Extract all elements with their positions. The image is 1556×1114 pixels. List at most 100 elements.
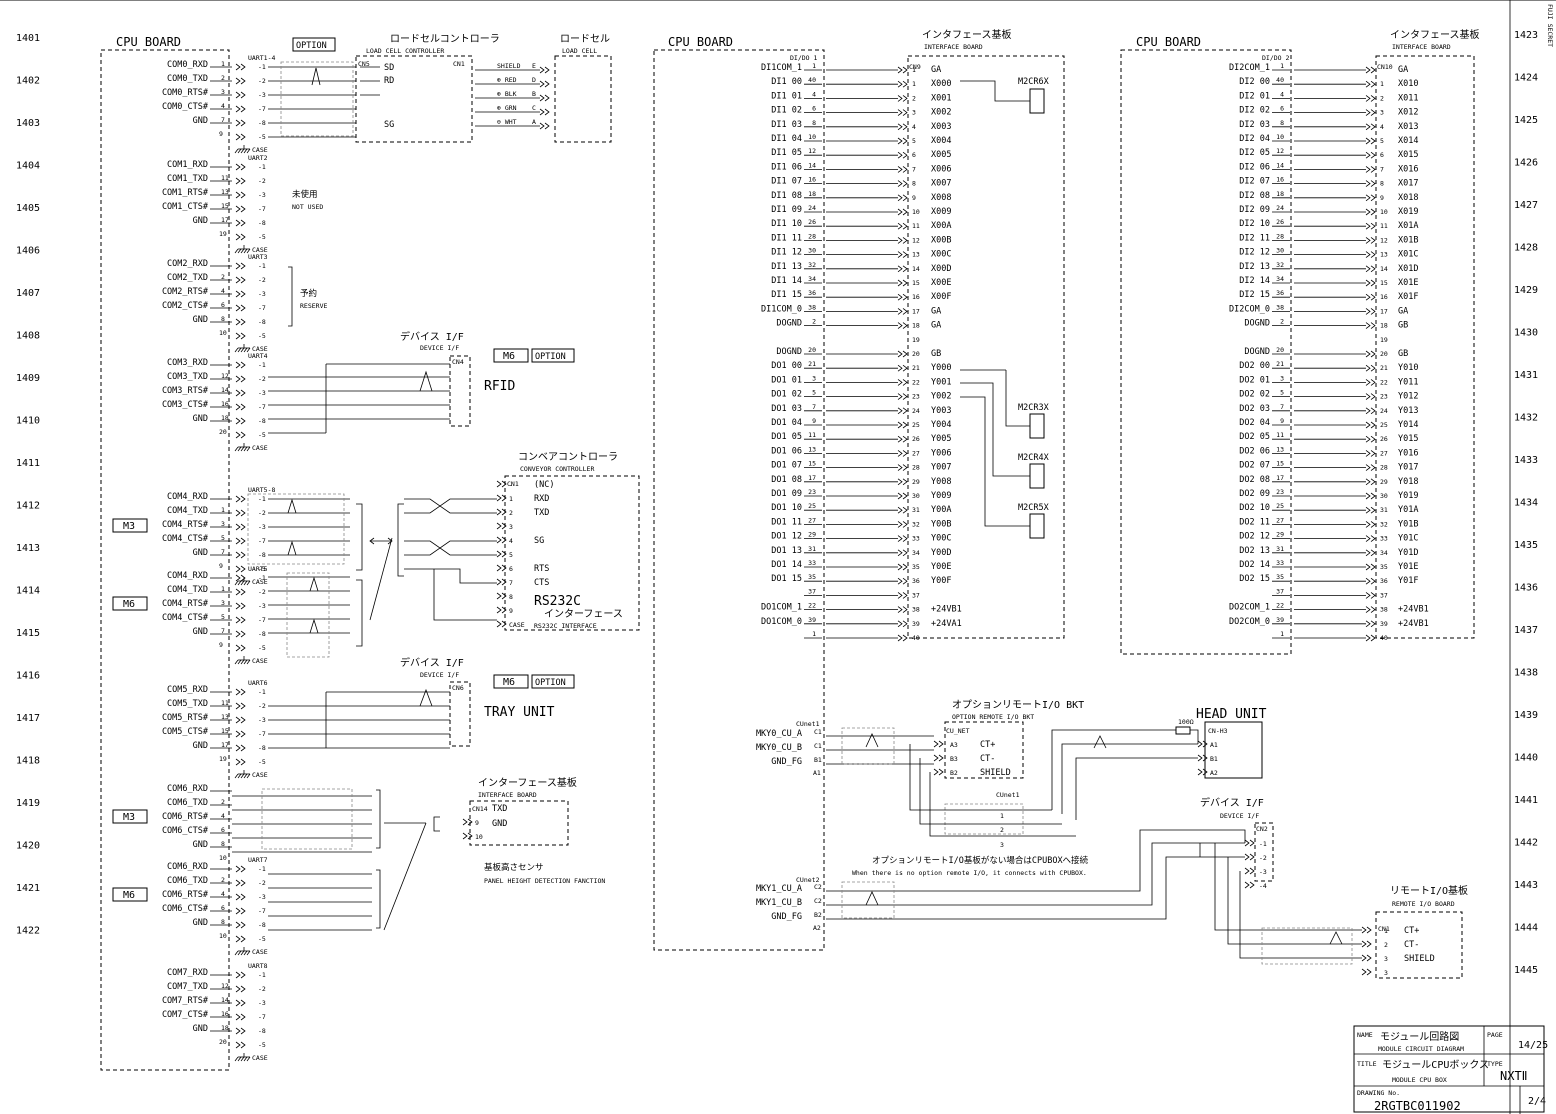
io-signal: DI2 02 [1239, 106, 1270, 116]
pin-number: 39 [1380, 620, 1388, 628]
m6-box [493, 348, 529, 363]
connector-chevron [240, 133, 246, 141]
load-cell-jp: ロードセル [560, 33, 610, 45]
connector-chevron [902, 293, 908, 301]
ground-symbol [234, 659, 239, 665]
connector-chevron [1365, 620, 1371, 628]
shield-braid [841, 881, 895, 919]
connector-chevron [902, 393, 908, 400]
bracket [376, 789, 381, 849]
not-used-jp: 未使用 [292, 189, 318, 200]
signal-name: COM5_CTS# [162, 727, 209, 737]
pin-letter: D [532, 76, 536, 84]
bkt-signal: CT- [980, 754, 995, 764]
pin-number: -2 [258, 509, 266, 517]
connector-chevron [897, 563, 903, 571]
connector-chevron [240, 276, 246, 284]
connector-chevron [235, 105, 241, 113]
pin-number: 19 [912, 336, 920, 344]
connector-chevron [235, 616, 241, 624]
connector-chevron [240, 495, 246, 503]
connector-chevron [235, 865, 241, 873]
io-signal: DI1COM_1 [761, 63, 802, 73]
connector-chevron [897, 364, 903, 372]
case-label: CASE [252, 657, 268, 665]
io-output: GB [1398, 349, 1408, 359]
io-output: X00B [931, 235, 951, 245]
io-signal: DO1 14 [771, 560, 802, 570]
connector-chevron [1370, 478, 1376, 486]
iface-board-box [907, 55, 1065, 639]
pin-number: 7 [812, 403, 816, 411]
connector-chevron [235, 403, 241, 411]
io-signal: DO2COM_0 [1229, 617, 1270, 627]
connector-chevron [235, 509, 241, 517]
connector-chevron [240, 935, 246, 943]
connector-chevron [1370, 379, 1376, 386]
pin-letter: C [532, 104, 536, 112]
row-number: 1428 [1514, 243, 1538, 254]
pin-number: 34 [912, 549, 920, 557]
io-output: Y009 [931, 491, 951, 501]
connector-chevron [1370, 506, 1376, 514]
connector-chevron [1365, 293, 1371, 301]
connector-chevron [1365, 322, 1371, 329]
pin-number: -3 [258, 290, 266, 298]
pin-number: 9 [812, 417, 816, 425]
io-output: X012 [1398, 108, 1418, 118]
pin-number: 11 [1380, 222, 1388, 230]
connector-chevron [902, 421, 908, 429]
connector-chevron [240, 602, 246, 610]
connector-chevron [240, 163, 246, 171]
io-output: Y013 [1398, 406, 1418, 416]
conveyor-en: CONVEYOR CONTROLLER [520, 465, 594, 473]
io-signal: DO2 03 [1239, 404, 1270, 414]
signal-name: GND [193, 216, 208, 226]
io-signal: DI2 03 [1239, 120, 1270, 130]
ground-symbol [234, 148, 239, 154]
twisted-pair [1329, 931, 1343, 945]
io-signal: DI1 01 [771, 91, 802, 101]
io-output: Y018 [1398, 477, 1418, 487]
ground-symbol [237, 773, 242, 779]
connector-chevron [1244, 881, 1250, 889]
pin-number: 32 [1380, 520, 1388, 528]
connector-chevron [240, 893, 246, 901]
conveyor-signal: CTS [534, 578, 549, 588]
pin-number: 3 [912, 109, 916, 117]
io-signal: DO1 02 [771, 390, 802, 400]
pin-number: 11 [221, 174, 229, 182]
ground-symbol [246, 148, 251, 154]
pin-number: 1 [1280, 62, 1284, 70]
pin-number: 1 [912, 80, 916, 88]
pin-number: 25 [912, 421, 920, 429]
connector-chevron [544, 66, 550, 74]
pin-number: 10 [808, 133, 816, 141]
pin-number: 2 [221, 798, 225, 806]
connector-chevron [1365, 222, 1371, 230]
connector-chevron [1370, 322, 1376, 329]
io-signal: DO2 06 [1239, 446, 1270, 456]
pin-number: 9 [509, 607, 513, 615]
load-cell-en: LOAD CELL [562, 47, 597, 55]
connector-chevron [1361, 954, 1367, 962]
device-if-en: DEVICE I/F [420, 671, 459, 679]
connector-chevron [1370, 308, 1376, 315]
option-remote-en: OPTION REMOTE I/O BKT [952, 713, 1034, 721]
io-output: Y01B [1398, 519, 1418, 529]
iface-jp: インタフェース基板 [922, 28, 1012, 41]
connector-chevron [544, 94, 550, 102]
iface-en: INTERFACE BOARD [924, 43, 983, 51]
ground-symbol [240, 659, 245, 665]
io-signal: DO2 15 [1239, 574, 1270, 584]
io-signal: DO1 11 [771, 517, 802, 527]
pin-number: -8 [258, 219, 266, 227]
io-output: Y01C [1398, 534, 1418, 544]
connector-chevron [240, 63, 246, 71]
connector-chevron [1365, 350, 1371, 358]
title-en: MODULE CPU BOX [1392, 1076, 1447, 1084]
connector-chevron [897, 279, 903, 287]
pin-number: 31 [912, 506, 920, 514]
ground-symbol [240, 446, 245, 452]
pin-number: 7 [912, 165, 916, 173]
